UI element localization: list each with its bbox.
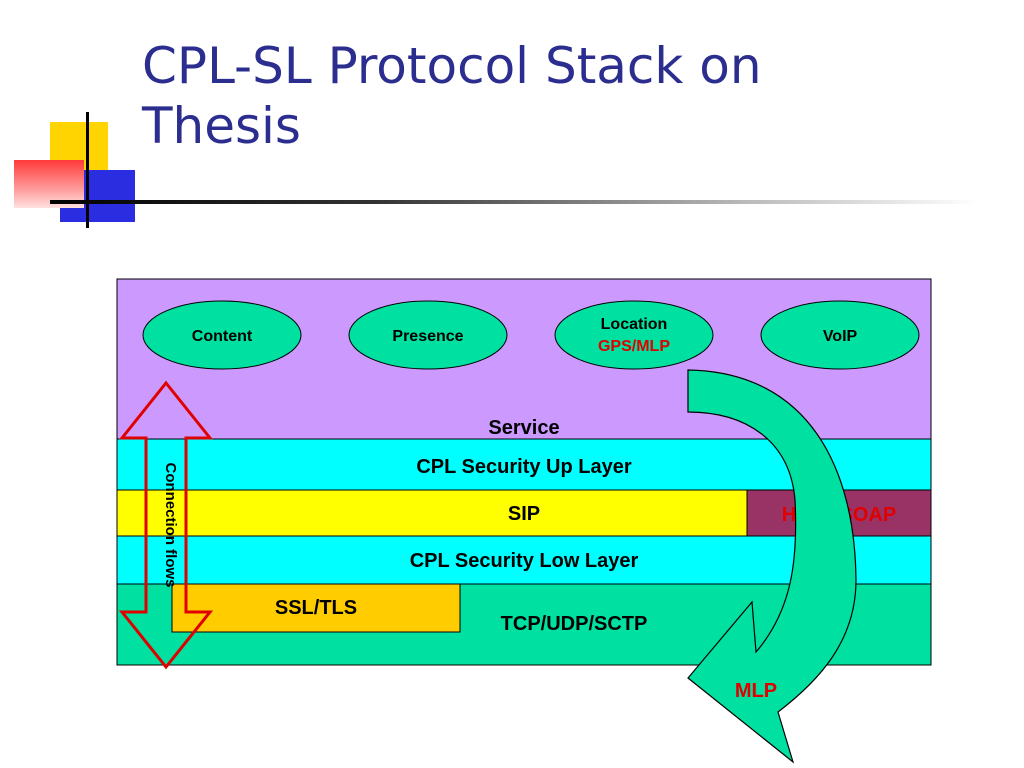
content-label: Content xyxy=(192,328,253,345)
ssl-tls-box xyxy=(171,583,461,633)
title-line-1: CPL-SL Protocol Stack on xyxy=(142,37,762,95)
mlp-curved-arrow xyxy=(687,369,857,764)
location-ellipse xyxy=(554,300,714,370)
deco-vertical-line xyxy=(86,112,89,228)
slide-title: CPL-SL Protocol Stack on Thesis xyxy=(142,36,1002,156)
content-ellipse xyxy=(142,300,302,370)
ssl-tls-label: SSL/TLS xyxy=(275,597,357,619)
title-underline xyxy=(50,200,980,204)
presence-ellipse xyxy=(348,300,508,370)
title-line-2: Thesis xyxy=(142,97,301,155)
voip-label: VoIP xyxy=(823,328,858,345)
mlp-label: MLP xyxy=(735,680,777,702)
sip-label: SIP xyxy=(508,503,540,525)
connection-flows-double-arrow xyxy=(118,380,214,670)
cpl-low-label: CPL Security Low Layer xyxy=(410,550,639,572)
transport-label: TCP/UDP/SCTP xyxy=(501,613,648,635)
cpl-up-label: CPL Security Up Layer xyxy=(416,456,631,478)
presence-label: Presence xyxy=(392,328,463,345)
service-label: Service xyxy=(488,417,559,439)
location-sub-label: GPS/MLP xyxy=(598,338,670,355)
location-label: Location xyxy=(601,316,668,333)
connection-flows-label: Connection flows xyxy=(162,463,179,588)
voip-ellipse xyxy=(760,300,920,370)
sip-layer xyxy=(116,489,748,537)
